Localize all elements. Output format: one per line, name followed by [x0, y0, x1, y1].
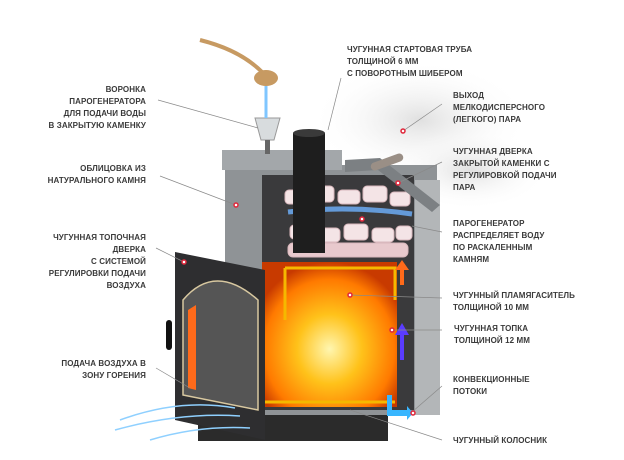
label-heater-door: Чугунная дверка закрытой каменки с регул… — [453, 147, 557, 192]
label-fire-door: Чугунная топочная дверка с системой регу… — [48, 233, 146, 290]
label-pipe: Чугунная стартовая труба толщиной 6 мм с… — [347, 45, 473, 78]
label-firebox: Чугунная топка толщиной 12 мм — [454, 324, 531, 345]
callout-markers — [181, 128, 416, 416]
label-funnel: Воронка парогенератора для подачи воды в… — [48, 85, 146, 130]
label-flame-arrester: Чугунный пламягаситель толщиной 10 мм — [453, 291, 575, 312]
chimney-pipe — [293, 133, 325, 253]
firebox — [262, 262, 397, 407]
label-steam-out: Выход мелкодисперсного (легкого) пара — [453, 91, 546, 124]
water-funnel — [254, 117, 281, 141]
label-air-supply: Подача воздуха в зону горения — [61, 359, 146, 380]
heater-door — [345, 158, 440, 212]
label-steam-generator: Парогенератор распределяет воду по раска… — [453, 219, 545, 264]
label-grate: Чугунный колосник — [453, 436, 548, 445]
flame-arrester — [283, 266, 397, 320]
air-flow — [114, 404, 251, 441]
label-cladding: Облицовка из натурального камня — [47, 164, 146, 185]
label-convection: Конвекционные потоки — [453, 375, 530, 396]
convection-arrow — [395, 323, 409, 360]
